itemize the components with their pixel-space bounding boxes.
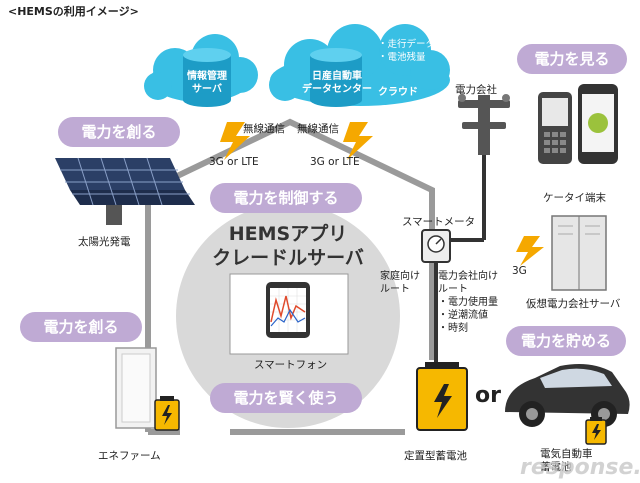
feature-phone-icon [538, 92, 572, 164]
watermark-logo: response. [520, 455, 640, 480]
company-route-line1: 電力会社向け [438, 270, 498, 283]
cloud-label: クラウド [378, 86, 418, 99]
utility-pole-icon [458, 94, 510, 155]
smart-meter-icon [422, 230, 450, 262]
smartphone-label: スマートフォン [254, 357, 327, 372]
nissan-datacenter-line1: 日産自動車 [302, 70, 372, 83]
badge-create-power-solar: 電力を創る [58, 117, 180, 147]
server-rack-icon [552, 216, 606, 290]
badge-store-power: 電力を貯める [506, 326, 626, 356]
center-title: HEMSアプリ クレードルサーバ [200, 222, 376, 270]
center-title-line2: クレードルサーバ [200, 246, 376, 270]
solar-label: 太陽光発電 [78, 234, 131, 249]
cloud-bullet-battery-level: ・電池残量 [378, 51, 435, 64]
lightning-3g-icon [516, 236, 544, 266]
wireless-label-left: 無線通信 [243, 121, 285, 136]
smart-meter-label: スマートメータ [402, 214, 475, 229]
company-route-item-usage: ・電力使用量 [438, 296, 498, 309]
network-label-left: 3G or LTE [209, 156, 259, 168]
stationary-battery-icon [417, 362, 467, 430]
virtual-server-label: 仮想電力会社サーバ [526, 296, 620, 311]
home-route-label: 家庭向け ルート [380, 270, 420, 296]
cloud-bullet-driving-data: ・走行データ [378, 38, 435, 51]
info-server-label-line1: 情報管理 [180, 70, 234, 83]
mobile-terminal-label: ケータイ端末 [543, 190, 606, 205]
company-route-line2: ルート [438, 283, 498, 296]
page-header: <HEMSの利用イメージ> [8, 3, 139, 19]
info-server-label: 情報管理 サーバ [180, 70, 234, 96]
smartphone-graph-icon [230, 274, 348, 354]
enefarm-unit-icon [116, 348, 156, 428]
network-label-right: 3G or LTE [310, 156, 360, 168]
badge-see-power: 電力を見る [517, 44, 627, 74]
solar-panel-icon [55, 158, 195, 225]
android-phone-icon [578, 84, 618, 164]
wireless-label-right: 無線通信 [297, 121, 339, 136]
enefarm-battery-icon [155, 396, 179, 430]
home-route-line1: 家庭向け [380, 270, 420, 283]
or-label: or [475, 383, 501, 408]
electric-car-icon [505, 364, 630, 427]
company-route-item-reverse-flow: ・逆潮流値 [438, 309, 498, 322]
center-title-line1: HEMSアプリ [200, 222, 376, 246]
company-route-item-time: ・時刻 [438, 322, 498, 335]
enefarm-label: エネファーム [98, 448, 161, 463]
cloud-bullets: ・走行データ ・電池残量 [378, 38, 435, 64]
network-label-3g: 3G [512, 265, 527, 277]
stationary-battery-label: 定置型蓄電池 [404, 448, 467, 463]
nissan-datacenter-label: 日産自動車 データセンター [302, 70, 372, 96]
ev-battery-icon [586, 417, 606, 444]
power-company-label: 電力会社 [455, 82, 497, 97]
company-route-label: 電力会社向け ルート ・電力使用量 ・逆潮流値 ・時刻 [438, 270, 498, 335]
badge-smart-use: 電力を賢く使う [210, 383, 362, 413]
info-server-label-line2: サーバ [180, 83, 234, 96]
badge-create-power-enefarm: 電力を創る [20, 312, 142, 342]
badge-control-power: 電力を制御する [210, 183, 362, 213]
home-route-line2: ルート [380, 283, 420, 296]
nissan-datacenter-line2: データセンター [302, 83, 372, 96]
